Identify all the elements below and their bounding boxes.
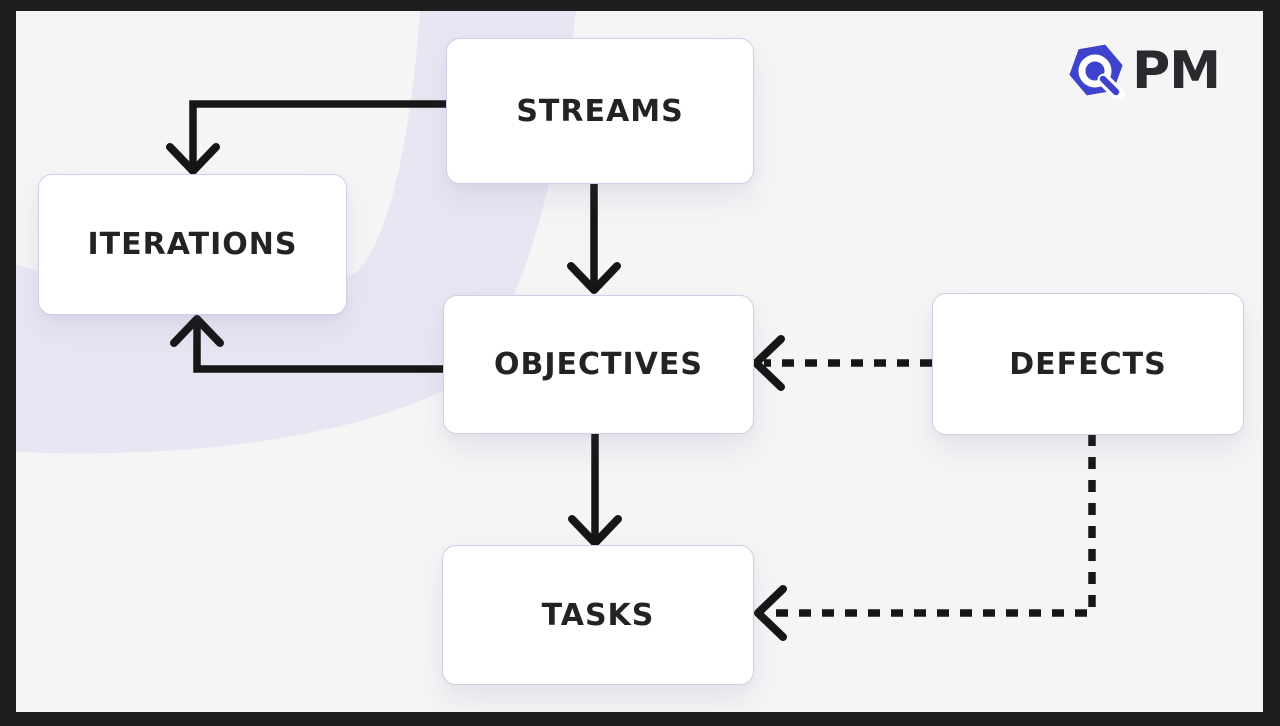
arrowhead-down-icon	[568, 515, 622, 547]
pm-logo: PM	[1068, 40, 1221, 102]
node-streams-label: STREAMS	[516, 93, 684, 129]
node-defects-label: DEFECTS	[1009, 346, 1167, 382]
node-iterations: ITERATIONS	[38, 174, 347, 315]
edge-defects-tasks	[754, 434, 1096, 641]
edge-streams-iterations	[166, 100, 446, 175]
edge-objectives-iterations	[170, 315, 446, 373]
arrowhead-down-icon	[166, 143, 220, 175]
edge-defects-objectives	[752, 335, 932, 391]
node-objectives: OBJECTIVES	[443, 295, 754, 434]
node-objectives-label: OBJECTIVES	[494, 347, 703, 382]
arrowhead-down-icon	[567, 262, 621, 294]
arrowhead-left-icon	[752, 335, 785, 391]
diagram-canvas: STREAMS ITERATIONS OBJECTIVES DEFECTS TA…	[16, 11, 1263, 712]
background-blob	[16, 11, 576, 454]
node-iterations-label: ITERATIONS	[87, 227, 298, 262]
arrowhead-up-icon	[170, 315, 224, 347]
edge-streams-objectives	[567, 183, 621, 294]
node-tasks-label: TASKS	[541, 597, 655, 633]
edge-objectives-tasks	[568, 433, 622, 547]
node-defects: DEFECTS	[932, 293, 1244, 435]
arrowhead-left-icon	[754, 585, 787, 641]
diagram-edges	[166, 100, 1096, 641]
logo-text: PM	[1132, 41, 1221, 101]
node-streams: STREAMS	[446, 38, 754, 184]
logo-hexagon-q-icon	[1069, 44, 1125, 99]
node-tasks: TASKS	[442, 545, 754, 685]
